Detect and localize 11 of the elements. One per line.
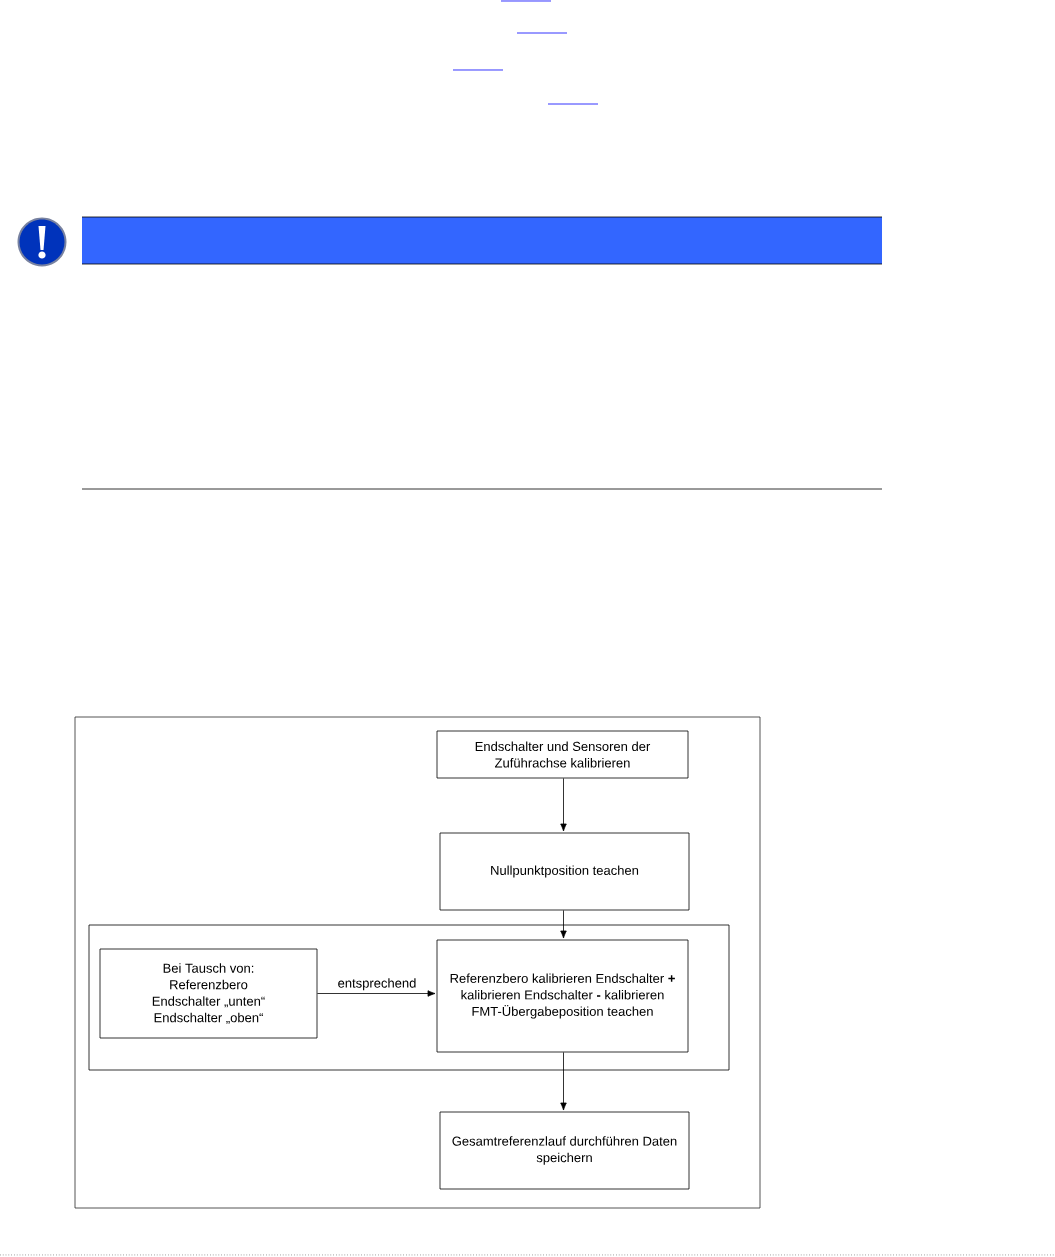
process-box: Gesamtreferenzlauf durchführen Daten speichern: [439, 1111, 690, 1190]
process-box: Bei Tausch von: Referenzbero Endschalter „unten“ Endschalter „oben“: [99, 948, 318, 1039]
arrow: [560, 778, 567, 832]
arrow: [560, 1052, 567, 1111]
process-box: Nullpunktposition teachen: [439, 832, 690, 911]
group-box: [88, 924, 730, 1071]
edge-label: entsprechend: [336, 977, 418, 992]
arrow: [560, 910, 567, 939]
arrow: [317, 990, 436, 997]
process-box: Referenzbero kalibrieren Endschalter + kalibrieren Endschalter - kalibrieren FMT-Übergabeposition teachen: [436, 939, 689, 1053]
process-box: Endschalter und Sensoren der Zuführachse kalibrieren: [436, 730, 689, 779]
